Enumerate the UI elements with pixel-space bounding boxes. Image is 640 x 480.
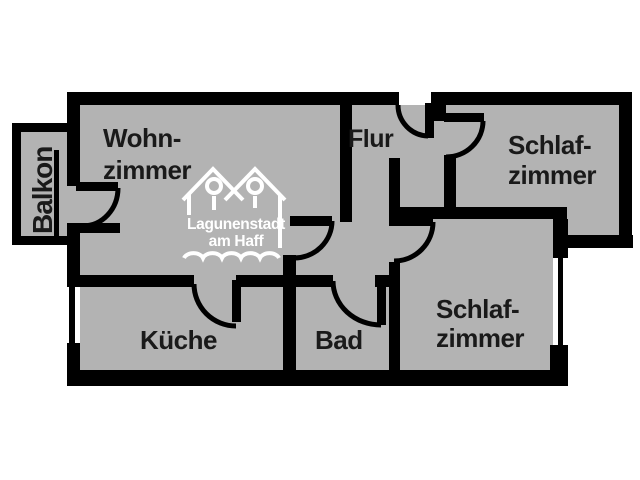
wall-kueche-top-left xyxy=(80,275,194,287)
wall-window-jamb-lower xyxy=(550,345,568,372)
room-label-wohnzimmer-line1: Wohn- xyxy=(103,123,181,153)
logo-house-left-window-icon xyxy=(205,177,223,195)
wall-top-left xyxy=(67,92,399,105)
wall-step-right xyxy=(553,235,633,248)
outer-walls xyxy=(67,92,633,386)
logo-text-line1: Lagunenstadt xyxy=(187,216,285,233)
balcony-wall-bottom xyxy=(12,236,67,245)
room-label-flur: Flur xyxy=(348,125,394,153)
logo-waves-icon xyxy=(182,251,281,263)
kueche-door-leaf xyxy=(232,280,241,322)
logo-house-right-icon xyxy=(223,166,287,202)
balcony-wall-top xyxy=(12,123,67,132)
wall-left-lower xyxy=(67,343,80,372)
bad-door-arc xyxy=(330,280,382,328)
room-label-schlafzimmer-bottom-line1: Schlaf- xyxy=(436,294,519,324)
room-label-balkon: Balkon xyxy=(27,147,58,234)
balcony-door-arc xyxy=(82,187,121,229)
wall-flur-right-upper xyxy=(389,158,400,224)
balcony-door-stub xyxy=(76,223,120,233)
door-leaves xyxy=(76,103,484,325)
wall-top-right xyxy=(431,92,632,105)
wall-left-middle xyxy=(67,223,80,287)
wohnzimmer-door-leaf xyxy=(290,216,332,226)
door-swing-arcs xyxy=(82,104,486,329)
hall-door-leaf xyxy=(389,216,433,226)
hall-door-arc xyxy=(393,221,436,264)
wall-right-upper xyxy=(619,92,632,248)
wall-window-jamb-upper xyxy=(553,219,568,258)
entrance-door-arc xyxy=(395,104,429,139)
interior-walls xyxy=(80,92,567,372)
room-label-wohnzimmer-line2: zimmer xyxy=(103,155,191,185)
logo-house-right-window-icon xyxy=(246,177,264,195)
balcony-door-leaf xyxy=(76,182,118,191)
schlafzimmer-top-door-leaf xyxy=(444,113,484,122)
schlafzimmer-top-door-arc xyxy=(445,120,486,160)
logo-text-line2: am Haff xyxy=(209,233,265,250)
wall-bad-right xyxy=(389,262,400,372)
balcony-railing-line xyxy=(54,150,59,236)
wall-kueche-top-right xyxy=(236,275,296,287)
room-label-schlafzimmer-bottom-line2: zimmer xyxy=(436,323,524,353)
wall-entrance-stub xyxy=(433,92,446,121)
wall-wohnzimmer-flur xyxy=(340,105,352,222)
wall-bad-top xyxy=(296,275,333,287)
wohnzimmer-door-arc xyxy=(293,220,335,261)
room-label-schlafzimmer-top-line2: zimmer xyxy=(508,160,596,190)
room-label-bad: Bad xyxy=(315,325,363,355)
kueche-door-arc xyxy=(191,283,237,329)
window-right xyxy=(558,258,563,355)
room-labels: Balkon Wohn- zimmer Flur Schlaf- zimmer … xyxy=(27,123,597,355)
wall-left-upper xyxy=(67,105,80,186)
window-left xyxy=(69,287,75,343)
wall-flur-schlafzimmer xyxy=(444,155,456,213)
wall-hall-horizontal xyxy=(389,207,567,219)
wall-kueche-bad-divider xyxy=(283,255,296,372)
room-label-kueche: Küche xyxy=(140,325,217,355)
bad-door-leaf xyxy=(377,283,386,325)
wall-bottom xyxy=(67,370,568,386)
balcony-wall-left xyxy=(12,123,21,245)
logo: Lagunenstadt am Haff xyxy=(181,166,287,263)
entrance-door-leaf xyxy=(425,103,434,138)
room-label-schlafzimmer-top-line1: Schlaf- xyxy=(508,130,591,160)
balcony-walls xyxy=(12,123,120,245)
